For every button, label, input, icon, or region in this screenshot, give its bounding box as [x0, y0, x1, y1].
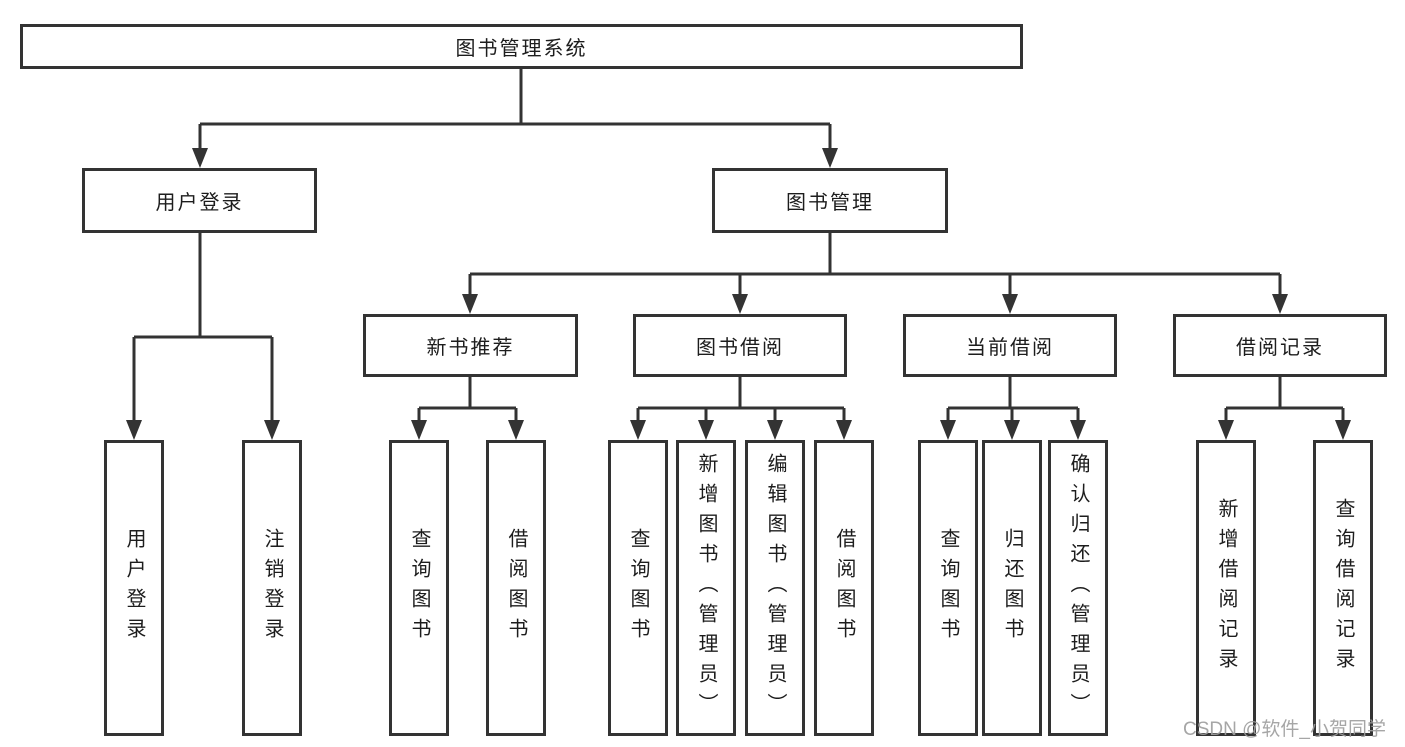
leaf-add-books-admin: 新增图书（管理员）: [676, 440, 736, 736]
leaf-user-login: 用户登录: [104, 440, 164, 736]
leaf-label: 新增图书（管理员）: [695, 453, 717, 723]
leaf-label: 确认归还（管理员）: [1067, 453, 1089, 723]
node-label: 用户登录: [155, 192, 244, 214]
leaf-recommend-query-books: 查询图书: [389, 440, 449, 736]
leaf-label: 注销登录: [261, 528, 283, 648]
leaf-label: 归还图书: [1001, 528, 1023, 648]
leaf-return-books: 归还图书: [982, 440, 1042, 736]
leaf-label: 查询图书: [937, 528, 959, 648]
leaf-borrowing-borrow-books: 借阅图书: [814, 440, 874, 736]
node-book-borrowing: 图书借阅: [633, 314, 847, 377]
leaf-add-borrow-record: 新增借阅记录: [1196, 440, 1256, 736]
watermark: CSDN @软件_小贺同学: [1183, 719, 1386, 740]
leaf-recommend-borrow-books: 借阅图书: [486, 440, 546, 736]
leaf-label: 借阅图书: [505, 528, 527, 648]
leaf-query-borrow-record: 查询借阅记录: [1313, 440, 1373, 736]
leaf-label: 查询图书: [408, 528, 430, 648]
node-label: 借阅记录: [1236, 337, 1324, 359]
node-new-book-recommendation: 新书推荐: [363, 314, 578, 377]
leaf-edit-books-admin: 编辑图书（管理员）: [745, 440, 805, 736]
node-label: 当前借阅: [966, 337, 1054, 359]
leaf-label: 用户登录: [123, 528, 145, 648]
leaf-borrowing-query-books: 查询图书: [608, 440, 668, 736]
leaf-label: 查询图书: [627, 528, 649, 648]
leaf-current-query-books: 查询图书: [918, 440, 978, 736]
node-label: 图书管理: [786, 192, 874, 214]
leaf-label: 借阅图书: [833, 528, 855, 648]
node-book-management: 图书管理: [712, 168, 948, 233]
node-label: 图书管理系统: [455, 38, 588, 60]
node-label: 新书推荐: [426, 337, 515, 359]
leaf-label: 编辑图书（管理员）: [764, 453, 786, 723]
node-library-system: 图书管理系统: [20, 24, 1023, 69]
leaf-label: 查询借阅记录: [1332, 498, 1354, 678]
node-label: 图书借阅: [696, 337, 784, 359]
node-current-borrowing: 当前借阅: [903, 314, 1117, 377]
leaf-confirm-return-admin: 确认归还（管理员）: [1048, 440, 1108, 736]
node-borrowing-records: 借阅记录: [1173, 314, 1387, 377]
leaf-label: 新增借阅记录: [1215, 498, 1237, 678]
node-user-login: 用户登录: [82, 168, 317, 233]
leaf-logout: 注销登录: [242, 440, 302, 736]
